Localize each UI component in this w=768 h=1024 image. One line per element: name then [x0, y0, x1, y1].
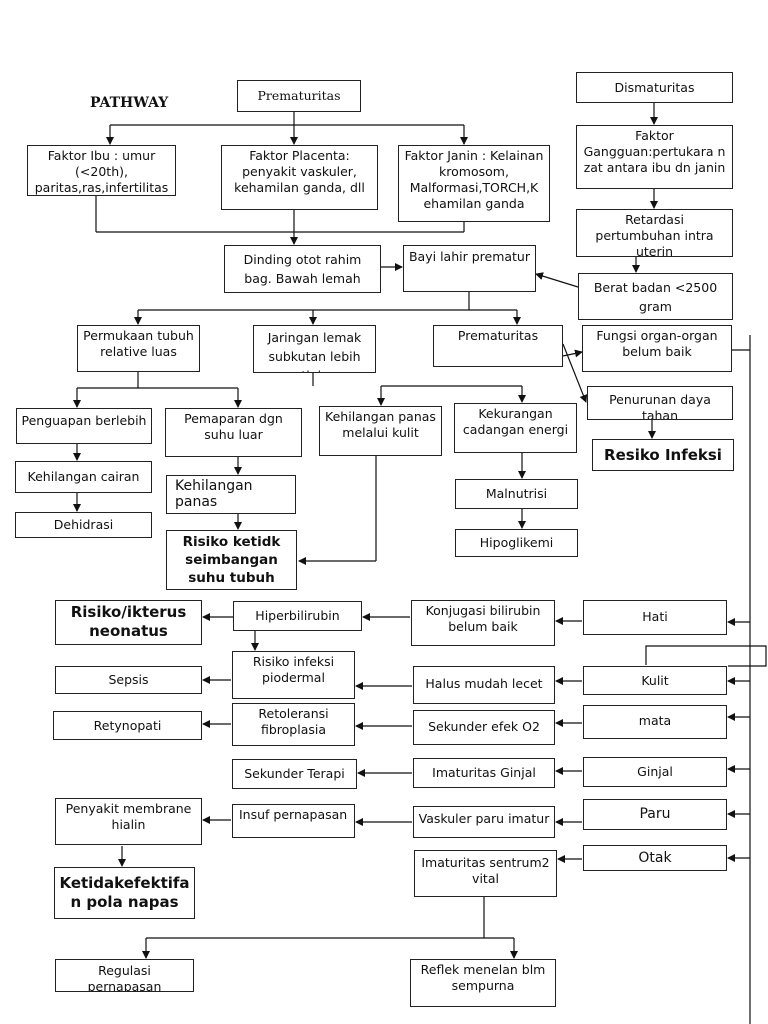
node-berat-badan: Berat badan <2500 gram: [578, 273, 733, 320]
node-fungsi-organ: Fungsi organ-organ belum baik: [582, 325, 732, 372]
node-reflek-menelan: Reflek menelan blm sempurna: [410, 959, 556, 1007]
node-vaskuler-paru: Vaskuler paru imatur: [413, 806, 555, 838]
node-ginjal: Ginjal: [583, 757, 727, 787]
node-kulit: Kulit: [583, 666, 727, 695]
node-hipoglikemi: Hipoglikemi: [455, 529, 578, 557]
node-risiko-ikterus: Risiko/ikterus neonatus: [55, 600, 202, 645]
pathway-title: PATHWAY: [90, 95, 169, 111]
node-sekunder-terapi: Sekunder Terapi: [232, 759, 357, 789]
node-penyakit-membrane: Penyakit membrane hialin: [55, 798, 202, 845]
node-kehilangan-panas-kulit: Kehilangan panas melalui kulit: [319, 406, 442, 456]
node-bayi-lahir: Bayi lahir prematur: [403, 245, 536, 292]
node-sepsis: Sepsis: [55, 666, 202, 694]
node-faktor-placenta: Faktor Placenta: penyakit vaskuler, keha…: [221, 145, 378, 210]
node-prematuritas-top: Prematuritas: [237, 80, 361, 112]
node-hati: Hati: [583, 600, 727, 635]
node-mata: mata: [583, 705, 727, 739]
node-insuf-pernapasan: Insuf pernapasan: [232, 804, 355, 838]
node-dismaturitas: Dismaturitas: [576, 72, 733, 103]
node-resiko-infeksi: Resiko Infeksi: [592, 439, 734, 471]
node-pemaparan: Pemaparan dgn suhu luar: [165, 408, 302, 457]
node-regulasi: Regulasi pernapasan: [55, 959, 194, 992]
node-halus-lecet: Halus mudah lecet: [413, 666, 555, 704]
node-faktor-gangguan: Faktor Gangguan:pertukara n zat antara i…: [576, 125, 733, 189]
node-sekunder-o2: Sekunder efek O2: [413, 710, 555, 745]
node-permukaan-tubuh: Permukaan tubuh relative luas: [77, 325, 200, 372]
node-imaturitas-ginjal: Imaturitas Ginjal: [413, 758, 555, 788]
node-malnutrisi: Malnutrisi: [455, 479, 578, 509]
node-kekurangan-cadangan: Kekurangan cadangan energi: [454, 403, 577, 453]
node-dinding-otot: Dinding otot rahim bag. Bawah lemah: [224, 245, 381, 293]
node-faktor-ibu: Faktor Ibu : umur (<20th), paritas,ras,i…: [27, 145, 176, 196]
node-retynopati: Retynopati: [53, 711, 202, 740]
node-otak: Otak: [583, 845, 727, 871]
node-kehilangan-panas: Kehilangan panas: [166, 475, 296, 514]
node-hiperbilirubin: Hiperbilirubin: [233, 601, 362, 631]
node-penguapan: Penguapan berlebih: [16, 408, 152, 444]
node-penurunan-daya: Penurunan daya tahan: [587, 386, 733, 420]
node-paru: Paru: [583, 799, 727, 830]
node-kehilangan-cairan: Kehilangan cairan: [15, 461, 152, 493]
node-prematuritas-mid: Prematuritas: [433, 325, 563, 367]
node-ketidakefektifan: Ketidakefektifa n pola napas: [54, 867, 195, 919]
node-dehidrasi: Dehidrasi: [15, 512, 152, 538]
node-retardasi: Retardasi pertumbuhan intra uterin: [576, 209, 733, 257]
node-imaturitas-sentrum: Imaturitas sentrum2 vital: [414, 850, 557, 897]
node-faktor-janin: Faktor Janin : Kelainan kromosom, Malfor…: [398, 145, 550, 222]
node-jaringan-lemak: Jaringan lemak subkutan lebih tipis: [253, 325, 376, 373]
node-risiko-infeksi-piodermal: Risiko infeksi piodermal: [232, 651, 355, 699]
node-risiko-suhu: Risiko ketidk seimbangan suhu tubuh: [166, 530, 297, 590]
node-konjugasi: Konjugasi bilirubin belum baik: [411, 600, 555, 646]
node-retoleransi: Retoleransi fibroplasia: [232, 703, 355, 746]
